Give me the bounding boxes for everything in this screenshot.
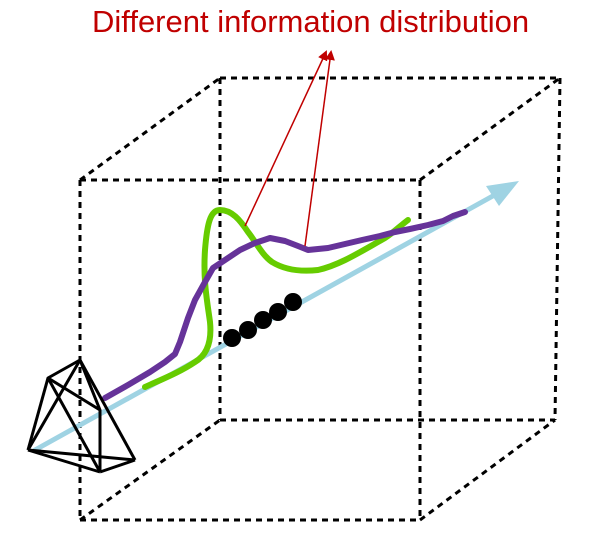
sample-point xyxy=(239,321,257,339)
sample-point xyxy=(269,303,287,321)
pointer-line-green xyxy=(244,50,328,227)
purple-distribution-curve xyxy=(102,209,468,401)
sample-point xyxy=(284,293,302,311)
pointer-line-purple xyxy=(304,50,335,247)
dashed-cube xyxy=(78,76,562,522)
arrowhead-icon xyxy=(486,181,519,206)
green-distribution-curve xyxy=(142,206,411,390)
cube-edge-connect-tl xyxy=(79,76,221,182)
camera-edge xyxy=(27,448,136,462)
camera-edge xyxy=(26,377,50,451)
caption-pointers xyxy=(244,50,335,247)
camera-edge xyxy=(99,458,136,474)
sample-point xyxy=(254,311,272,329)
camera-edge xyxy=(26,359,82,451)
sample-points xyxy=(223,293,302,347)
cube-edge-connect-bl xyxy=(79,418,221,522)
sample-point xyxy=(223,329,241,347)
cube-edge-back-right xyxy=(553,77,562,421)
camera-edge xyxy=(78,359,137,461)
cube-edge-connect-br xyxy=(419,418,556,522)
camera-back-triangle xyxy=(46,358,102,412)
diagram-caption: Different information distribution xyxy=(92,4,530,39)
camera-edge xyxy=(27,448,101,474)
camera-frustum-icon xyxy=(26,358,137,474)
cube-edge-connect-tr xyxy=(419,76,561,182)
